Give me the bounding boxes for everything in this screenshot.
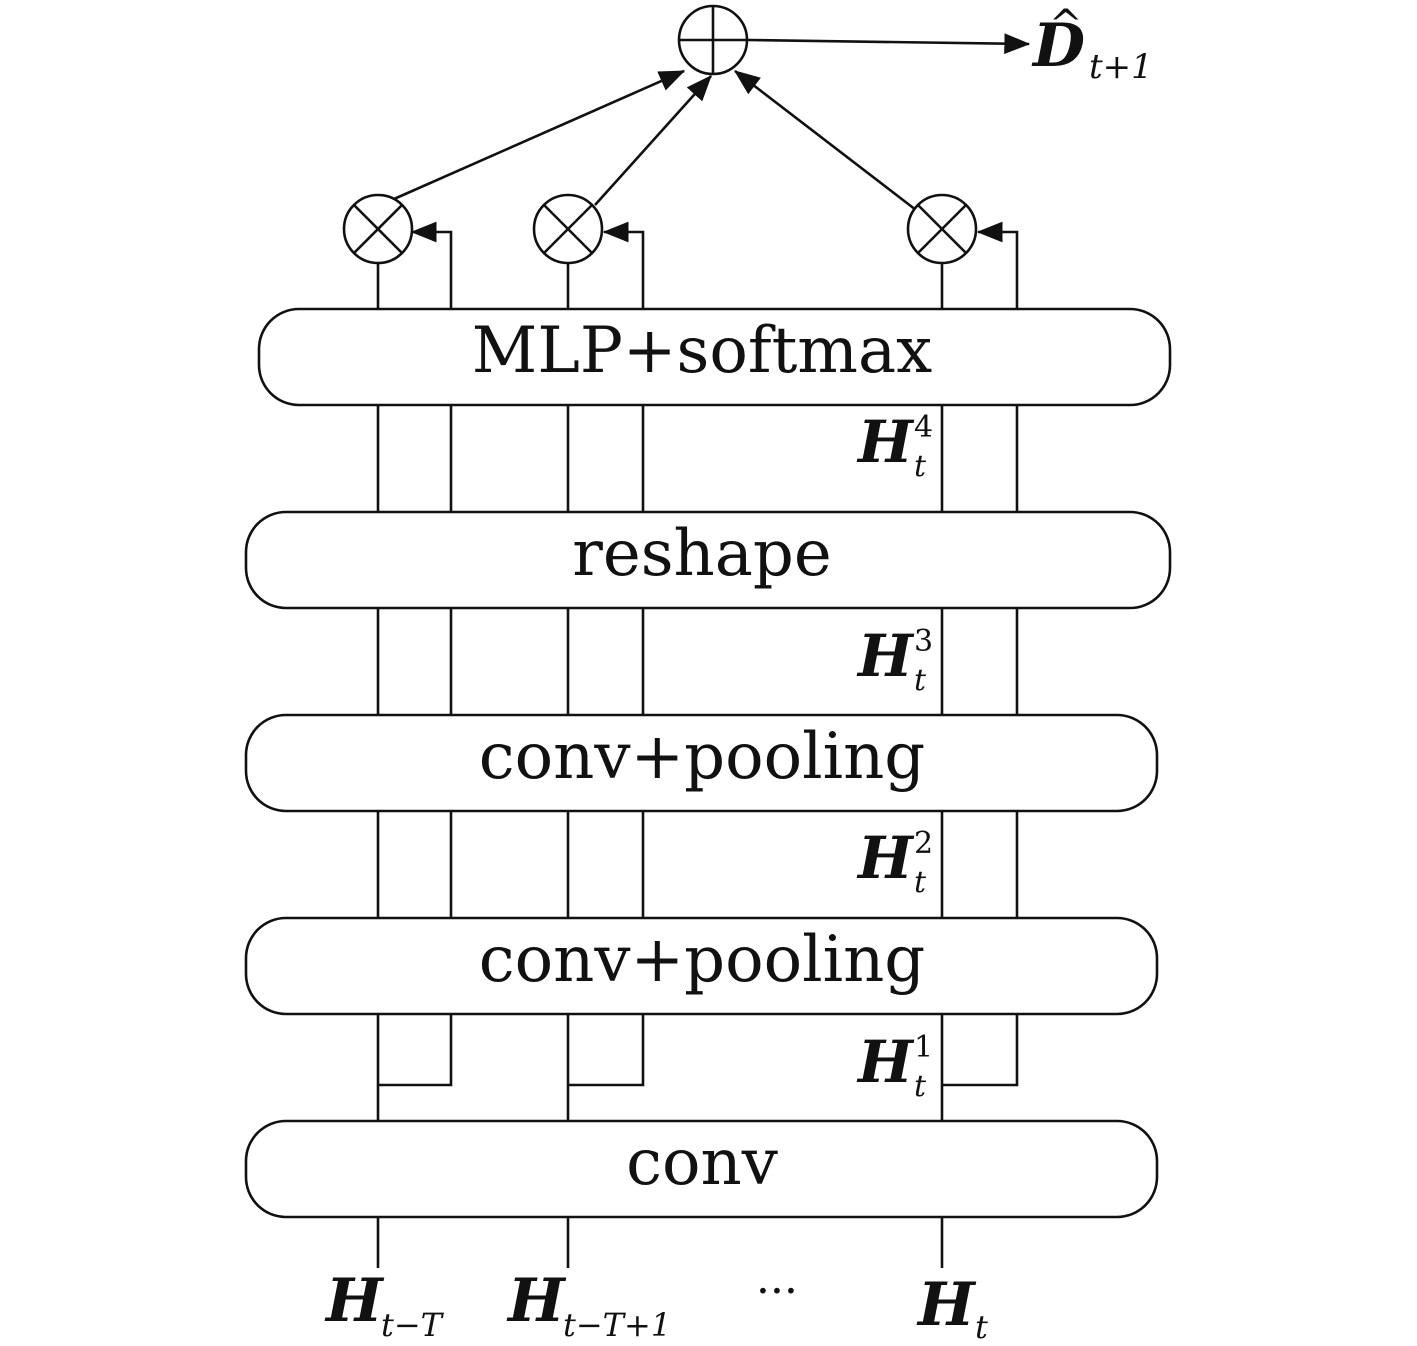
feature-superscript: 1	[914, 1030, 933, 1065]
layer-label: conv	[626, 1126, 778, 1200]
input-label-t-minus-T-plus-1: H t−T+1	[506, 1266, 671, 1344]
feature-superscript: 2	[914, 826, 933, 861]
input-symbol: H	[324, 1266, 385, 1336]
input-subscript: t−T+1	[563, 1306, 671, 1344]
feature-superscript: 4	[914, 410, 933, 445]
sum-operator	[677, 4, 749, 76]
ellipsis-text: ···	[756, 1266, 798, 1317]
feature-label-h4: H 4 t	[856, 408, 933, 484]
feature-symbol: H	[856, 1028, 915, 1096]
input-ellipsis: ···	[756, 1266, 798, 1317]
layer-reshape: reshape	[244, 510, 1172, 610]
multiply-operator	[342, 193, 414, 265]
layer-label: conv+pooling	[479, 923, 926, 997]
feature-subscript: t	[914, 1069, 927, 1104]
feature-symbol: H	[856, 622, 915, 690]
feature-subscript: t	[914, 865, 927, 900]
input-symbol: H	[916, 1270, 977, 1340]
output-label: ^ D t+1	[1031, 2, 1153, 87]
feature-label-h3: H 3 t	[856, 622, 933, 698]
feature-symbol: H	[856, 408, 915, 476]
layer-conv: conv	[244, 1119, 1159, 1219]
output-symbol: D	[1031, 11, 1085, 81]
feature-label-h1: H 1 t	[856, 1028, 933, 1104]
multiply-operator	[532, 193, 604, 265]
input-subscript: t−T	[381, 1306, 445, 1344]
layer-label: reshape	[572, 517, 832, 591]
multiply-operator	[906, 193, 978, 265]
input-label-t-minus-T: H t−T	[324, 1266, 445, 1344]
feature-superscript: 3	[914, 624, 933, 659]
feature-label-h2: H 2 t	[856, 824, 933, 900]
feature-symbol: H	[856, 824, 915, 892]
feature-subscript: t	[914, 663, 927, 698]
layer-label: conv+pooling	[479, 720, 926, 794]
input-subscript: t	[975, 1308, 988, 1346]
layer-conv-pooling-lower: conv+pooling	[244, 916, 1159, 1016]
input-symbol: H	[506, 1266, 567, 1336]
output-hat: ^	[1049, 2, 1083, 48]
output-subscript: t+1	[1089, 47, 1153, 87]
input-label-t: H t	[916, 1270, 988, 1346]
layer-conv-pooling-upper: conv+pooling	[244, 713, 1159, 813]
layer-label: MLP+softmax	[472, 314, 932, 388]
layer-mlp-softmax: MLP+softmax	[257, 307, 1172, 407]
feature-subscript: t	[914, 449, 927, 484]
